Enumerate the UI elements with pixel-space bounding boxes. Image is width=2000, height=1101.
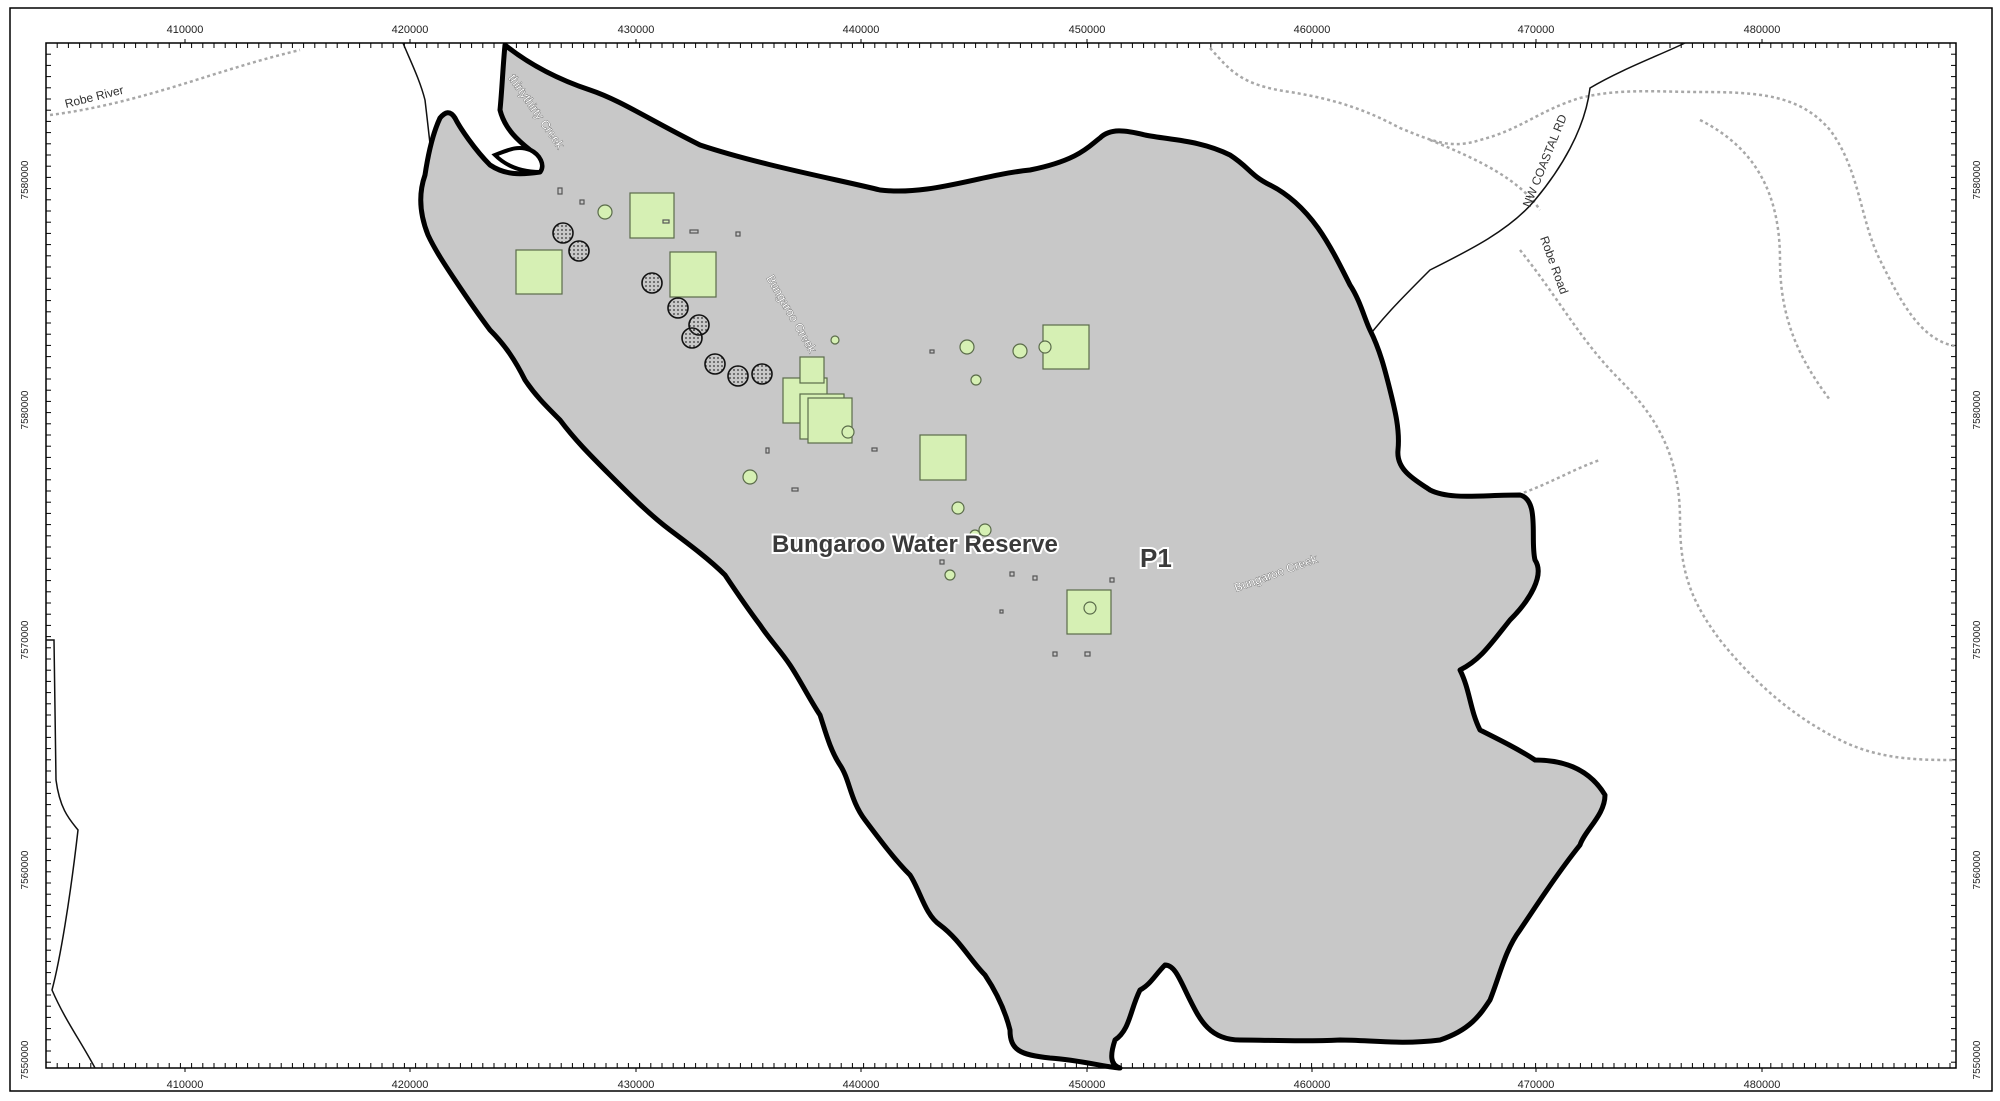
minor-feature [1052,651,1058,657]
x-tick-label: 410000 [167,24,204,36]
minor-feature [999,609,1004,614]
minor-feature [1032,575,1038,581]
x-tick-label: 420000 [392,24,429,36]
bore-sites [552,222,773,387]
x-tick-label: 460000 [1294,1079,1331,1091]
bore-circle [704,353,726,375]
road-ne [1359,42,1686,349]
label-p1: P1 [1140,543,1172,573]
minor-features [557,187,1115,657]
minor-feature [929,349,935,354]
y-tick-label: 7550000 [1972,1040,1983,1079]
site-circle [841,425,855,439]
x-tick-label: 430000 [618,1079,655,1091]
minor-feature [791,487,799,492]
x-tick-label: 480000 [1744,24,1781,36]
y-tick-label: 7550000 [20,1040,31,1079]
site-square [629,192,675,239]
site-square [669,251,717,298]
catchment-notch [491,145,544,175]
y-tick-label: 7580000 [1972,160,1983,199]
minor-feature [939,559,945,565]
y-tick-label: 7560000 [20,850,31,889]
x-tick-label: 480000 [1744,1079,1781,1091]
x-tick-label: 460000 [1294,24,1331,36]
y-tick-label: 7570000 [1972,620,1983,659]
minor-feature [557,187,563,195]
road-west [46,639,96,1069]
x-tick-label: 450000 [1069,24,1106,36]
minor-feature [662,219,670,224]
x-tick-label: 450000 [1069,1079,1106,1091]
label-bungaroo-water-reserve: Bungaroo Water Reserve [772,531,1058,558]
river-ne-2 [1429,138,1542,211]
bore-circle [681,327,703,349]
site-circle [944,569,956,581]
bore-circle [727,365,749,387]
site-square [799,356,825,384]
robe-river [49,48,301,117]
minor-feature [871,447,878,452]
x-tick-label: 420000 [392,1079,429,1091]
coordinate-ticks [45,39,1956,1072]
y-tick-label: 7580000 [20,160,31,199]
x-tick-label: 470000 [1518,1079,1555,1091]
site-circle [969,529,981,541]
site-circle [951,501,965,515]
river-east [1519,249,1956,762]
bore-circle [568,240,590,262]
coordinate-labels: 410000 410000 420000 420000 430000 430000 4400… [20,24,1983,1091]
site-circle [959,339,975,355]
site-circle [978,523,992,537]
y-tick-label: 7570000 [20,620,31,659]
catchment-boundary [418,42,1608,1071]
bore-circle [552,222,574,244]
y-tick-label: 7580000 [1972,390,1983,429]
minor-feature [1009,571,1015,577]
x-tick-label: 440000 [843,24,880,36]
y-tick-label: 7580000 [20,390,31,429]
river-right [1699,118,1832,401]
minor-feature [1109,577,1115,583]
site-circle [1083,601,1097,615]
x-tick-label: 410000 [167,1079,204,1091]
site-circle [1038,340,1052,354]
bore-circle [667,297,689,319]
site-square [919,434,967,481]
x-tick-label: 440000 [843,1079,880,1091]
x-tick-label: 430000 [618,24,655,36]
y-tick-label: 7560000 [1972,850,1983,889]
water-sites [515,192,1112,635]
site-circle [742,469,758,485]
river-ne-1 [1209,47,1956,348]
site-circle [830,335,840,345]
minor-feature [735,231,741,237]
minor-feature [579,199,585,205]
x-tick-label: 470000 [1518,24,1555,36]
minor-feature [689,229,699,234]
bore-circle [641,272,663,294]
bore-circle [751,363,773,385]
minor-feature [765,447,770,454]
site-circle [597,204,613,220]
minor-feature [1084,651,1091,657]
site-circle [970,374,982,386]
site-circle [1012,343,1028,359]
site-square [515,249,563,295]
